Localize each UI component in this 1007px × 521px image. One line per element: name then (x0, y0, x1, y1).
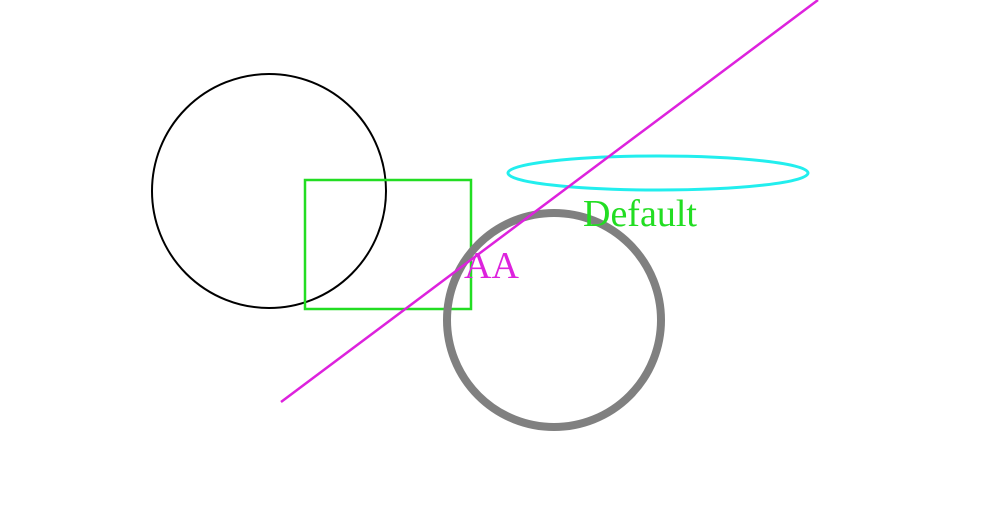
aa-label: AA (464, 245, 519, 287)
default-label: Default (583, 193, 697, 235)
green-rectangle (303, 178, 473, 311)
black-circle (151, 73, 387, 309)
cyan-ellipse (506, 154, 810, 192)
magenta-line (280, 0, 819, 404)
gray-thick-circle (443, 209, 665, 431)
